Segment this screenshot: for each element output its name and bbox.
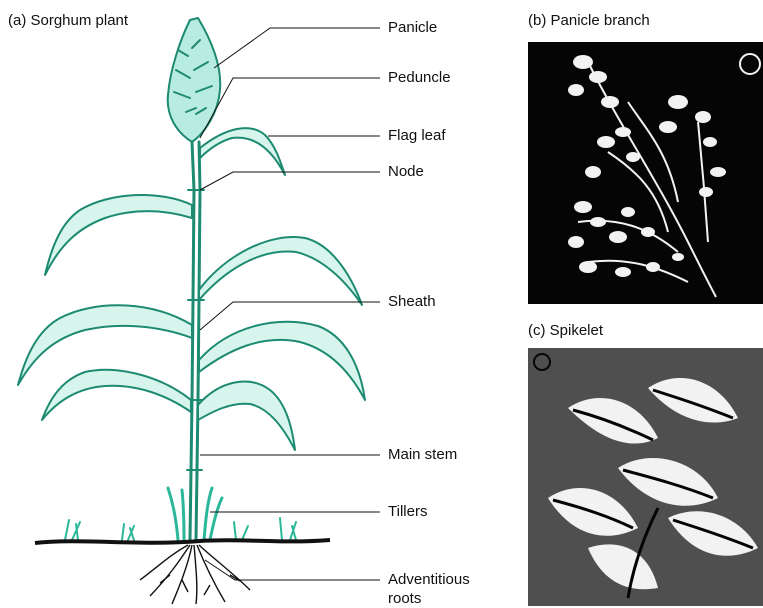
label-adventitious: Adventitious: [388, 571, 470, 589]
label-main-stem: Main stem: [388, 446, 457, 464]
spikelet-photo: [528, 348, 763, 606]
adventitious-roots-shape: [140, 545, 250, 604]
leaf-lower-left: [42, 370, 191, 420]
label-sheath: Sheath: [388, 293, 436, 311]
leaf-upper-left: [45, 195, 192, 275]
label-panicle: Panicle: [388, 19, 437, 37]
panicle-shape: [168, 18, 220, 142]
leaf-upper-right: [199, 237, 362, 305]
leaf-lower-right: [198, 382, 295, 450]
label-peduncle: Peduncle: [388, 69, 451, 87]
label-node: Node: [388, 163, 424, 181]
main-stem-shape: [190, 142, 194, 540]
label-roots: roots: [388, 590, 421, 608]
label-flag-leaf: Flag leaf: [388, 127, 446, 145]
label-tillers: Tillers: [388, 503, 427, 521]
soil-line: [35, 540, 330, 543]
panicle-branch-photo: [528, 42, 763, 304]
flag-leaf-shape: [200, 128, 285, 175]
